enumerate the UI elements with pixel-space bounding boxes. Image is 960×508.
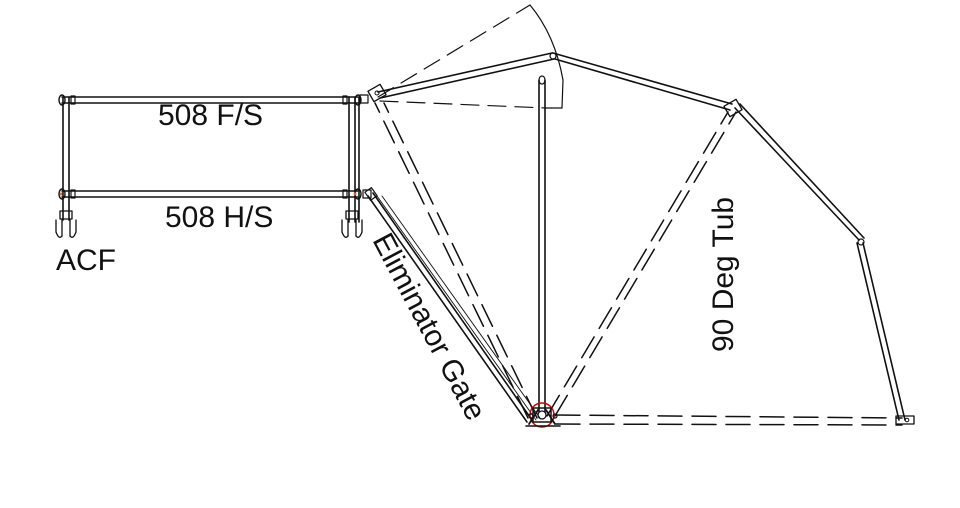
pivot-base bbox=[525, 402, 561, 428]
swing-envelope bbox=[377, 4, 564, 109]
acf-label: ACF bbox=[56, 244, 116, 277]
tub-frame bbox=[367, 52, 915, 425]
eliminator-gate bbox=[364, 187, 541, 423]
straight-panel bbox=[55, 94, 372, 238]
swing-radius-lines bbox=[374, 102, 903, 426]
half-section-label: 508 H/S bbox=[165, 201, 274, 234]
full-section-label: 508 F/S bbox=[158, 99, 264, 132]
eliminator-gate-label: Eliminator Gate bbox=[366, 228, 492, 426]
deg-tub-label: 90 Deg Tub bbox=[707, 197, 740, 352]
